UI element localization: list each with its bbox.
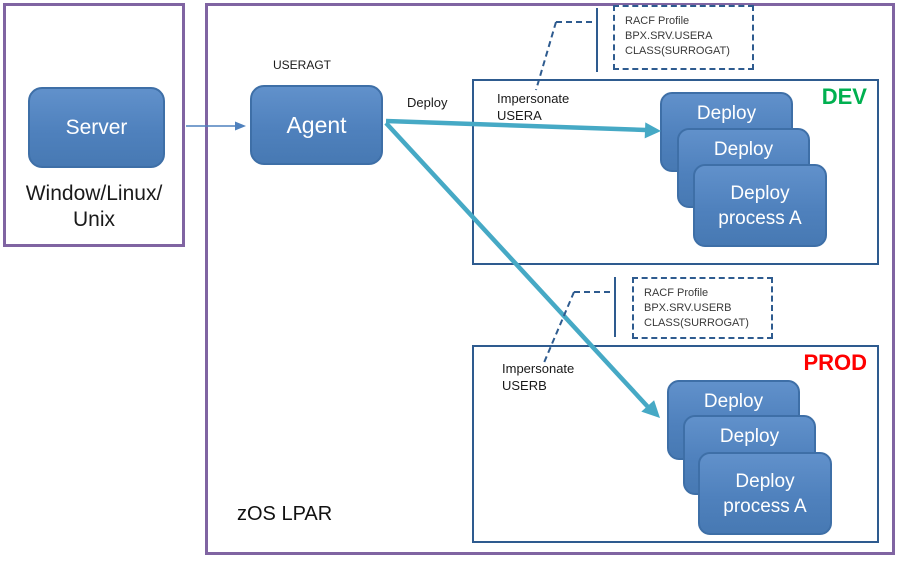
deploy-process-a-node-dev: Deploy process A bbox=[693, 164, 827, 247]
deploy-node-prod-middle-label: Deploy bbox=[719, 426, 780, 447]
platform-label-line2: Unix bbox=[72, 208, 115, 231]
racf-profile-dev-box: RACF Profile BPX.SRV.USERA CLASS(SURROGA… bbox=[613, 5, 754, 70]
deploy-node-prod-back-label: Deploy bbox=[703, 391, 764, 412]
impersonate-userb-label: Impersonate USERB bbox=[502, 360, 574, 394]
racf-dev-line1: RACF Profile bbox=[625, 15, 690, 27]
impersonate-userb-line1: Impersonate bbox=[502, 361, 575, 376]
zos-lpar-label: zOS LPAR bbox=[237, 503, 333, 525]
deploy-node-dev-middle-label: Deploy bbox=[713, 139, 774, 160]
platform-label: Window/Linux/ Unix bbox=[3, 181, 185, 233]
impersonate-usera-line1: Impersonate bbox=[497, 91, 570, 106]
deploy-node-dev-back-label: Deploy bbox=[696, 103, 757, 124]
racf-dev-line2: BPX.SRV.USERA bbox=[625, 30, 713, 42]
deploy-process-a-prod-line2: process A bbox=[723, 495, 807, 517]
agent-node: Agent bbox=[250, 85, 383, 165]
platform-label-line1: Window/Linux/ bbox=[25, 182, 163, 205]
deploy-process-a-dev-line2: process A bbox=[718, 207, 802, 229]
prod-env-label: PROD bbox=[803, 350, 867, 375]
dev-env-label: DEV bbox=[821, 84, 867, 109]
useragt-label: USERAGT bbox=[273, 58, 332, 72]
agent-node-label: Agent bbox=[286, 111, 347, 138]
impersonate-usera-line2: USERA bbox=[497, 108, 542, 123]
deploy-process-a-dev-line1: Deploy bbox=[730, 182, 790, 204]
racf-prod-line3: CLASS(SURROGAT) bbox=[644, 317, 749, 329]
deploy-process-a-prod-line1: Deploy bbox=[735, 470, 795, 492]
racf-prod-line1: RACF Profile bbox=[644, 287, 709, 299]
deploy-process-a-node-prod: Deploy process A bbox=[698, 452, 832, 535]
racf-prod-line2: BPX.SRV.USERB bbox=[644, 302, 732, 314]
deploy-arrow-label: Deploy bbox=[407, 95, 448, 110]
racf-dev-line3: CLASS(SURROGAT) bbox=[625, 45, 730, 57]
server-node: Server bbox=[28, 87, 165, 168]
impersonate-userb-line2: USERB bbox=[502, 378, 547, 393]
impersonate-usera-label: Impersonate USERA bbox=[497, 90, 569, 124]
server-node-label: Server bbox=[65, 115, 128, 139]
racf-profile-prod-box: RACF Profile BPX.SRV.USERB CLASS(SURROGA… bbox=[632, 277, 773, 339]
